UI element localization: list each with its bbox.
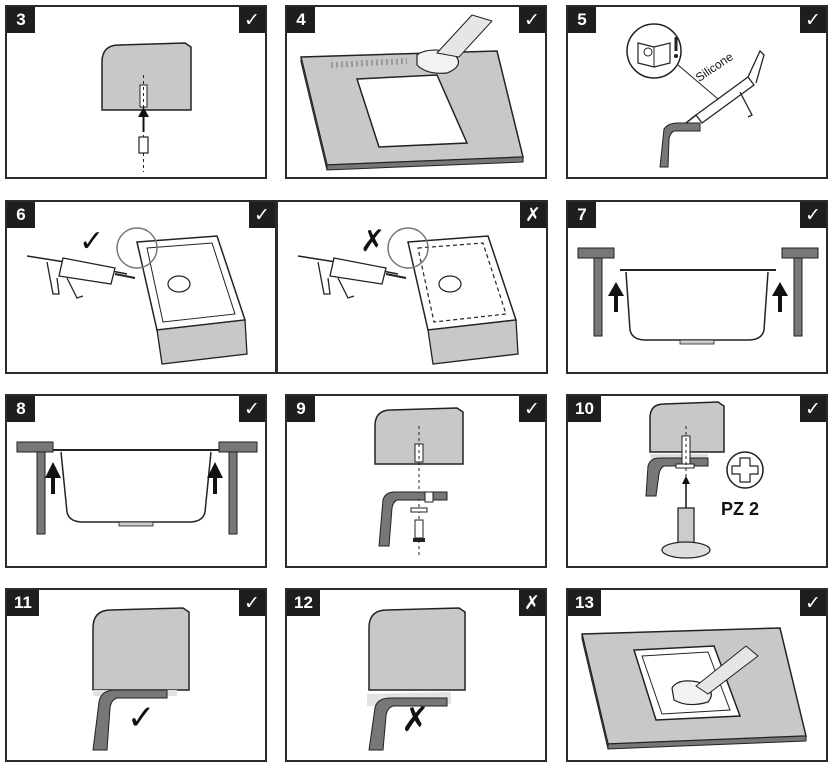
step-number: 9 bbox=[287, 396, 315, 422]
step-panel-13: 13 ✓ bbox=[566, 588, 828, 762]
step-panel-11: 11 ✓ ✓ bbox=[5, 588, 267, 762]
check-icon: ✓ bbox=[800, 396, 826, 422]
step-number: 5 bbox=[568, 7, 596, 33]
step-number: 12 bbox=[287, 590, 320, 616]
countertop-drill-illustration bbox=[101, 42, 192, 172]
clean-surface-illustration bbox=[300, 14, 524, 171]
step-panel-5: 5 ✓ Silicone bbox=[566, 5, 828, 179]
correct-inline-mark: ✓ bbox=[79, 224, 105, 259]
step-panel-4: 4 ✓ bbox=[285, 5, 547, 179]
step-number: 10 bbox=[568, 396, 601, 422]
step-panel-8: 8 ✓ bbox=[5, 394, 267, 568]
step-panel-7: 7 ✓ bbox=[566, 200, 828, 374]
step-number: 6 bbox=[7, 202, 35, 228]
screwdriver-tighten-illustration bbox=[645, 401, 764, 559]
silicone-application-illustration bbox=[626, 23, 765, 168]
check-icon: ✓ bbox=[800, 202, 826, 228]
screw-clamp-illustration bbox=[374, 407, 464, 556]
step-panel-6-incorrect: ✗ ✗ bbox=[276, 200, 548, 374]
step-panel-9: 9 ✓ bbox=[285, 394, 547, 568]
step-number: 4 bbox=[287, 7, 315, 33]
step-number: 3 bbox=[7, 7, 35, 33]
incorrect-inline-mark: ✗ bbox=[360, 224, 386, 259]
check-icon: ✓ bbox=[239, 396, 265, 422]
pz2-bit-label: PZ 2 bbox=[721, 499, 760, 519]
sink-seated-illustration bbox=[16, 441, 258, 535]
check-icon: ✓ bbox=[800, 590, 826, 616]
step-number: 7 bbox=[568, 202, 596, 228]
check-icon: ✓ bbox=[249, 202, 275, 228]
cross-icon: ✗ bbox=[519, 590, 545, 616]
check-icon: ✓ bbox=[800, 7, 826, 33]
step-panel-12: 12 ✗ ✗ bbox=[285, 588, 547, 762]
check-icon: ✓ bbox=[239, 7, 265, 33]
step-number: 8 bbox=[7, 396, 35, 422]
step-panel-6: 6 ✓ ✓ bbox=[5, 200, 277, 374]
correct-inline-mark: ✓ bbox=[127, 698, 156, 738]
clamp-correct-position bbox=[92, 607, 190, 751]
clamp-incorrect-position bbox=[367, 607, 466, 751]
check-icon: ✓ bbox=[239, 590, 265, 616]
incorrect-inline-mark: ✗ bbox=[401, 700, 430, 740]
step-panel-10: 10 ✓ PZ 2 bbox=[566, 394, 828, 568]
sealant-on-sink-rim-incorrect bbox=[297, 227, 519, 365]
check-icon: ✓ bbox=[519, 7, 545, 33]
final-clean-illustration bbox=[581, 627, 807, 750]
cross-icon: ✗ bbox=[520, 202, 546, 228]
step-number: 13 bbox=[568, 590, 601, 616]
step-number: 11 bbox=[7, 590, 39, 616]
step-panel-3: 3 ✓ bbox=[5, 5, 267, 179]
check-icon: ✓ bbox=[519, 396, 545, 422]
sealant-on-sink-rim-correct bbox=[26, 227, 248, 365]
insert-sink-illustration bbox=[577, 247, 819, 345]
